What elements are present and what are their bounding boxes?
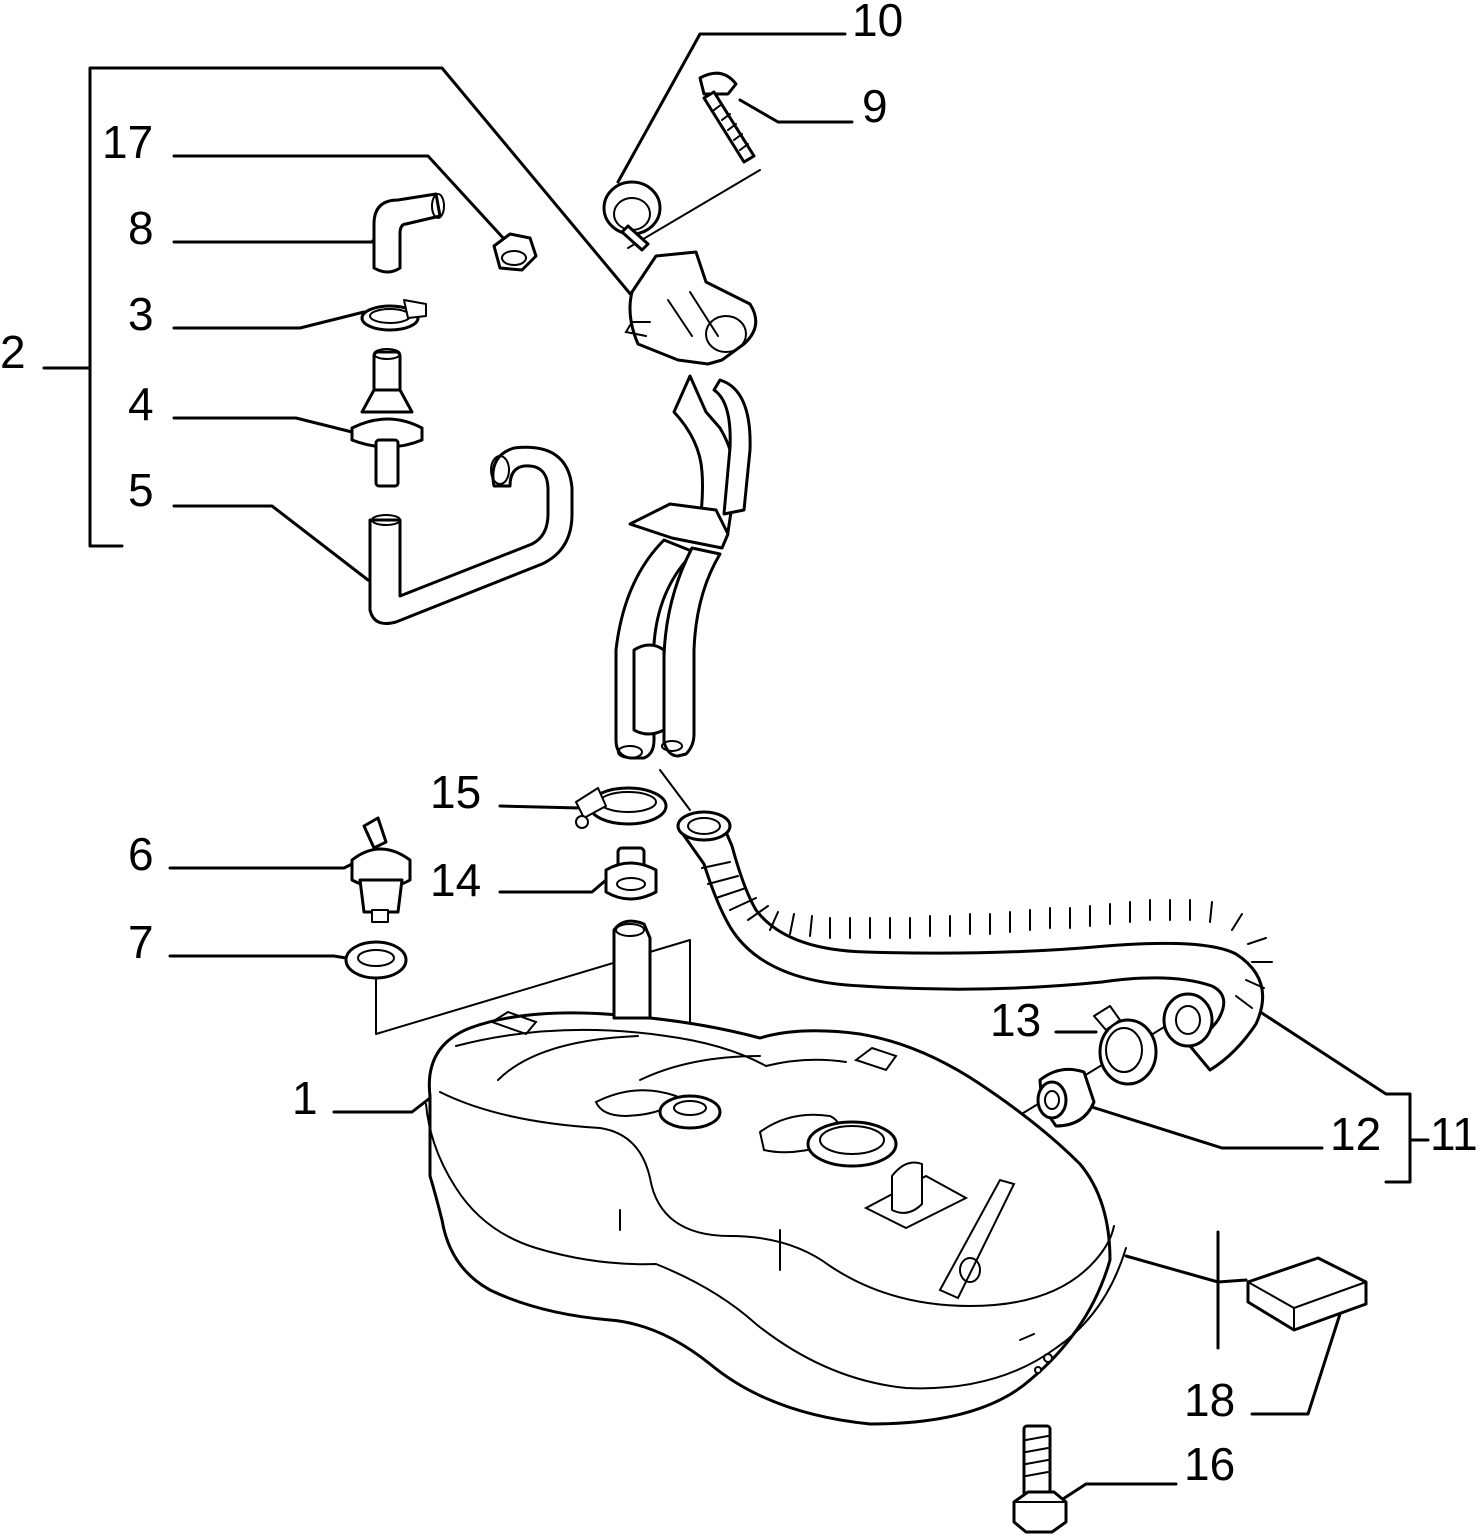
part-3-clamp	[360, 299, 427, 332]
callout-10: 10	[852, 0, 903, 46]
callout-8: 8	[128, 202, 154, 254]
part-9-bolt	[698, 71, 756, 164]
part-15-clamp	[575, 786, 668, 829]
part-8-elbow-hose	[372, 192, 445, 274]
callout-4: 4	[128, 378, 154, 430]
part-7-seal	[344, 940, 408, 980]
part-13-clamp	[1093, 1005, 1158, 1086]
callout-18: 18	[1184, 1374, 1235, 1426]
part-14-grommet	[604, 846, 658, 901]
callout-13: 13	[990, 994, 1041, 1046]
callout-16: 16	[1184, 1438, 1235, 1490]
callout-15: 15	[430, 766, 481, 818]
callout-3: 3	[128, 288, 154, 340]
tank-filler-stub	[612, 919, 652, 1020]
filler-neck	[614, 250, 758, 760]
callout-6: 6	[128, 828, 154, 880]
part-16-bolt	[1012, 1424, 1068, 1534]
callout-5: 5	[128, 464, 154, 516]
part-17-nut	[492, 232, 538, 272]
callout-7: 7	[128, 916, 154, 968]
callout-9: 9	[862, 80, 888, 132]
part-11-corrugated-hose	[676, 810, 1273, 1072]
callout-14: 14	[430, 854, 481, 906]
part-18-pad	[1246, 1256, 1368, 1332]
callout-11: 11	[1430, 1108, 1478, 1160]
part-1-fuel-tank	[425, 1010, 1127, 1426]
part-6-vent-valve	[350, 816, 412, 923]
part-4-valve	[350, 348, 424, 488]
callout-1: 1	[292, 1072, 318, 1124]
callout-12: 12	[1330, 1108, 1381, 1160]
part-12-grommet	[1036, 1067, 1096, 1128]
part-5-bent-pipe	[368, 445, 574, 625]
callout-17: 17	[102, 116, 153, 168]
part-10-grommet	[602, 180, 662, 252]
callout-2: 2	[0, 326, 26, 378]
